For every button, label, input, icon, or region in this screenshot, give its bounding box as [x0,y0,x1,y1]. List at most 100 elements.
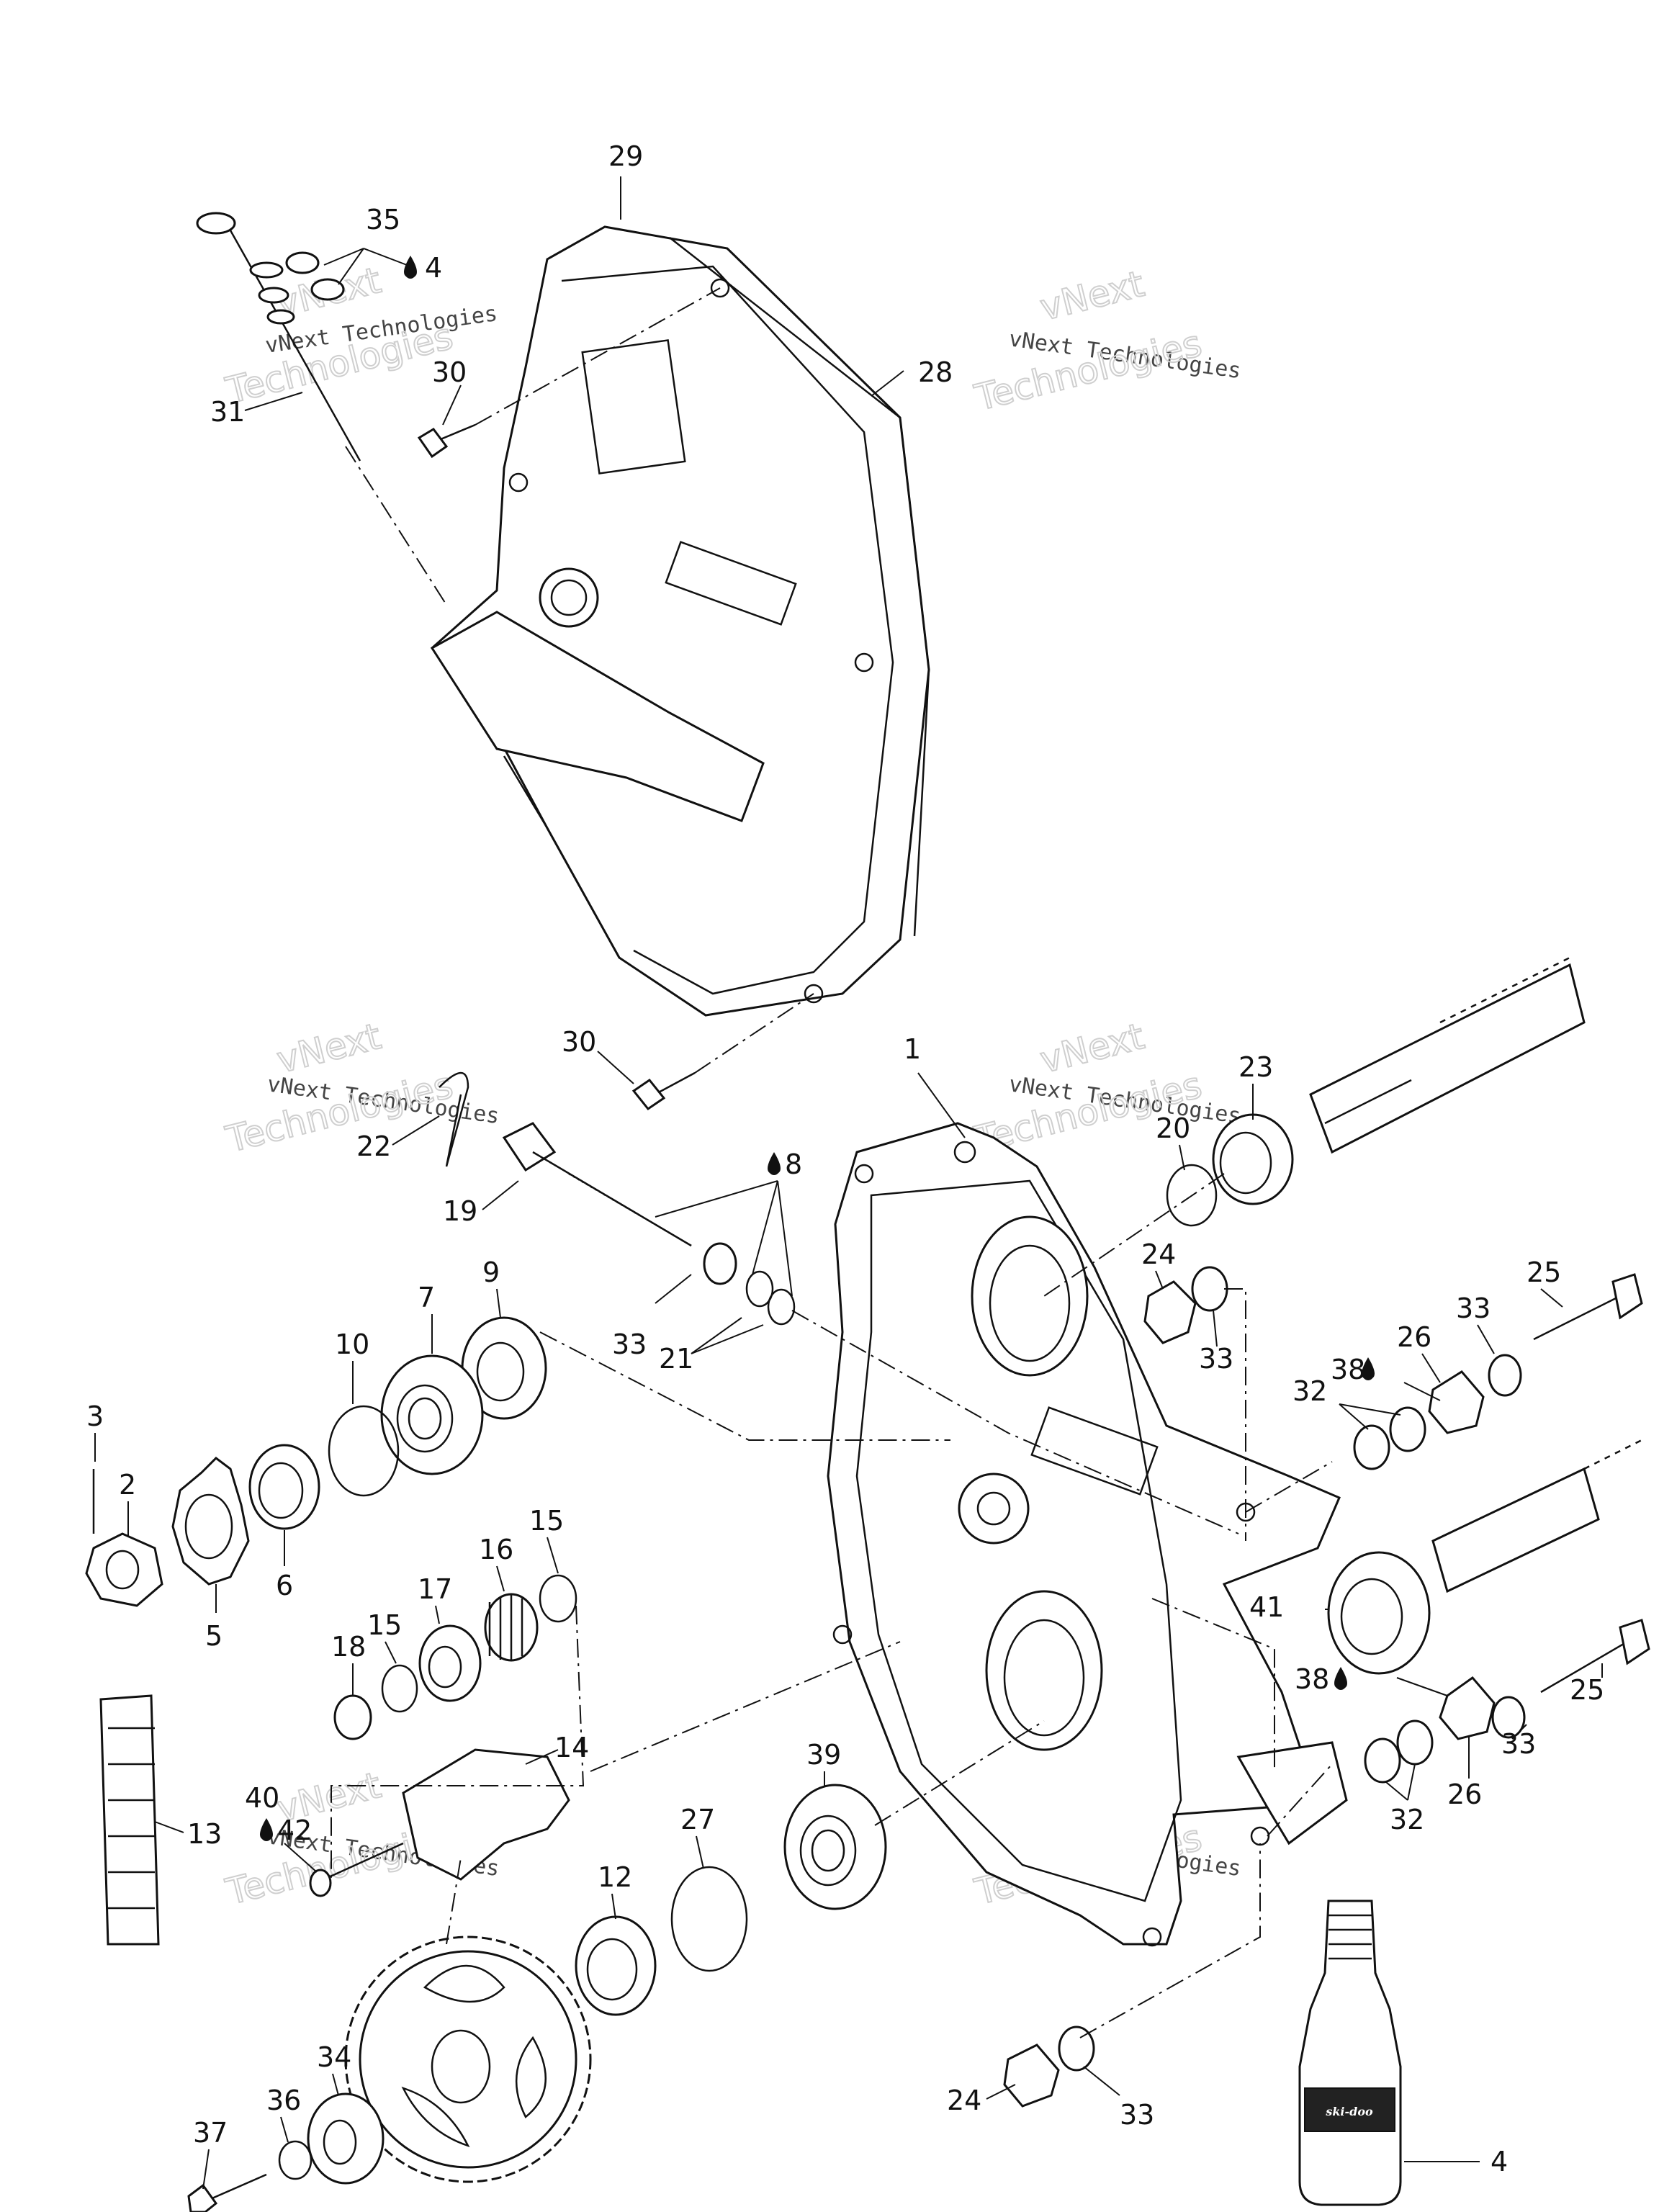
callout-21: 21 [659,1343,693,1375]
needle-bearing-16 [484,1593,539,1662]
svg-text:vNext: vNext [1036,263,1148,329]
snap-ring-10 [328,1405,400,1497]
callout-18: 18 [331,1631,366,1663]
callout-26-upper: 26 [1397,1321,1431,1353]
callout-30-lower: 30 [562,1026,596,1058]
oil-drop-icon [260,1818,273,1841]
tensioner-bolt-19 [502,1122,692,1247]
leader-lines [94,176,1603,2190]
callout-12: 12 [598,1861,632,1893]
bearing-7 [380,1354,484,1475]
washer-32-c [1364,1737,1401,1784]
callout-33-right-lower: 33 [1501,1728,1536,1760]
callout-38-lower: 38 [1295,1663,1329,1695]
callout-39: 39 [806,1739,841,1771]
o-rings-35 [285,251,345,301]
callout-1: 1 [904,1033,921,1065]
callout-15-upper: 15 [529,1505,564,1537]
callout-33-left: 33 [612,1328,647,1360]
callout-33-bottom: 33 [1120,2099,1154,2131]
washer-32-b [1389,1406,1426,1452]
assembly-lines [331,287,1333,2038]
spacer-34 [307,2092,385,2185]
callout-30-upper: 30 [432,356,467,388]
watermark-4: vNext vNext Technologies Technologies [970,1015,1243,1161]
svg-text:vNext: vNext [1036,1015,1148,1082]
callout-29: 29 [608,140,643,172]
callout-35: 35 [366,204,400,235]
bearing-39 [783,1784,887,1910]
svg-text:Technologies: Technologies [222,1064,457,1161]
callout-4-upper: 4 [425,252,442,284]
callout-23: 23 [1238,1051,1273,1083]
sprocket-11 [344,1936,592,2183]
bolt-30-lower [631,1071,696,1111]
callout-26-lower: 26 [1447,1779,1482,1810]
callout-4-lower: 4 [1491,2146,1508,2177]
oil-drop-icon [1362,1357,1375,1380]
callout-36: 36 [266,2085,301,2116]
callout-17: 17 [418,1573,452,1605]
callout-7: 7 [418,1282,435,1313]
callout-24-lower: 24 [947,2085,981,2116]
callout-32-lower: 32 [1390,1804,1424,1835]
callout-37: 37 [193,2117,228,2149]
callout-13: 13 [187,1818,222,1850]
oil-drop-icon [1334,1667,1347,1690]
oil-drop-icons [260,256,1375,1841]
washer-33-d [1491,1696,1526,1739]
nut-24-upper [1143,1280,1197,1344]
washer-33-c [1488,1354,1522,1397]
seal-41 [1327,1551,1431,1675]
callout-38-upper: 38 [1331,1354,1365,1385]
callout-33-mid: 33 [1199,1343,1233,1375]
callout-41: 41 [1249,1591,1284,1623]
callout-42: 42 [277,1815,312,1846]
washer-33-a [703,1242,737,1285]
bolt-25-upper [1533,1273,1643,1341]
callout-2: 2 [119,1469,136,1501]
bearing-23 [1212,1113,1294,1205]
callout-28: 28 [918,356,953,388]
o-ring-20 [1166,1164,1218,1227]
nut-26-lower [1439,1676,1496,1740]
nut-24-lower [1003,2044,1060,2108]
callout-31: 31 [210,396,245,428]
bushing-18 [333,1694,372,1740]
bolt-30-upper [417,423,476,459]
bolt-25-lower [1540,1619,1650,1694]
dipstick [196,212,361,462]
callout-6: 6 [276,1570,293,1601]
callout-10: 10 [335,1328,369,1360]
callout-8: 8 [785,1148,802,1180]
callout-16: 16 [479,1534,513,1565]
callout-20: 20 [1156,1112,1190,1144]
washer-33-e [1058,2026,1095,2072]
driven-shaft-upper [1309,956,1586,1154]
spacer-12 [575,1915,657,2016]
washer-15-a [539,1574,577,1623]
nut-26-upper [1428,1370,1485,1434]
callout-3: 3 [86,1401,104,1432]
bottle-label: ski-doo [1325,2105,1373,2118]
callout-22: 22 [356,1130,391,1162]
callout-9: 9 [482,1256,500,1288]
washer-32-d [1396,1719,1434,1766]
roller-17 [418,1624,482,1702]
watermark-2: vNext vNext Technologies Technologies [970,262,1243,420]
castle-nut-2 [85,1532,163,1607]
bolt-42 [309,1842,404,1897]
spacer-6 [248,1444,320,1530]
tensioner-bracket-14 [402,1748,570,1881]
callout-25-lower: 25 [1570,1674,1604,1706]
callout-19: 19 [443,1195,477,1227]
driven-shaft-lower [1431,1439,1642,1593]
chaincase-housing [827,1122,1348,1947]
washer-36 [278,2140,313,2180]
callout-25-upper: 25 [1527,1256,1561,1288]
callout-27: 27 [680,1804,715,1835]
lubricant-bottle-4: ski-doo [1298,1899,1402,2206]
svg-text:vNext: vNext [273,1015,385,1082]
washer-32-a [1353,1424,1390,1470]
sprocket-5 [171,1457,250,1586]
